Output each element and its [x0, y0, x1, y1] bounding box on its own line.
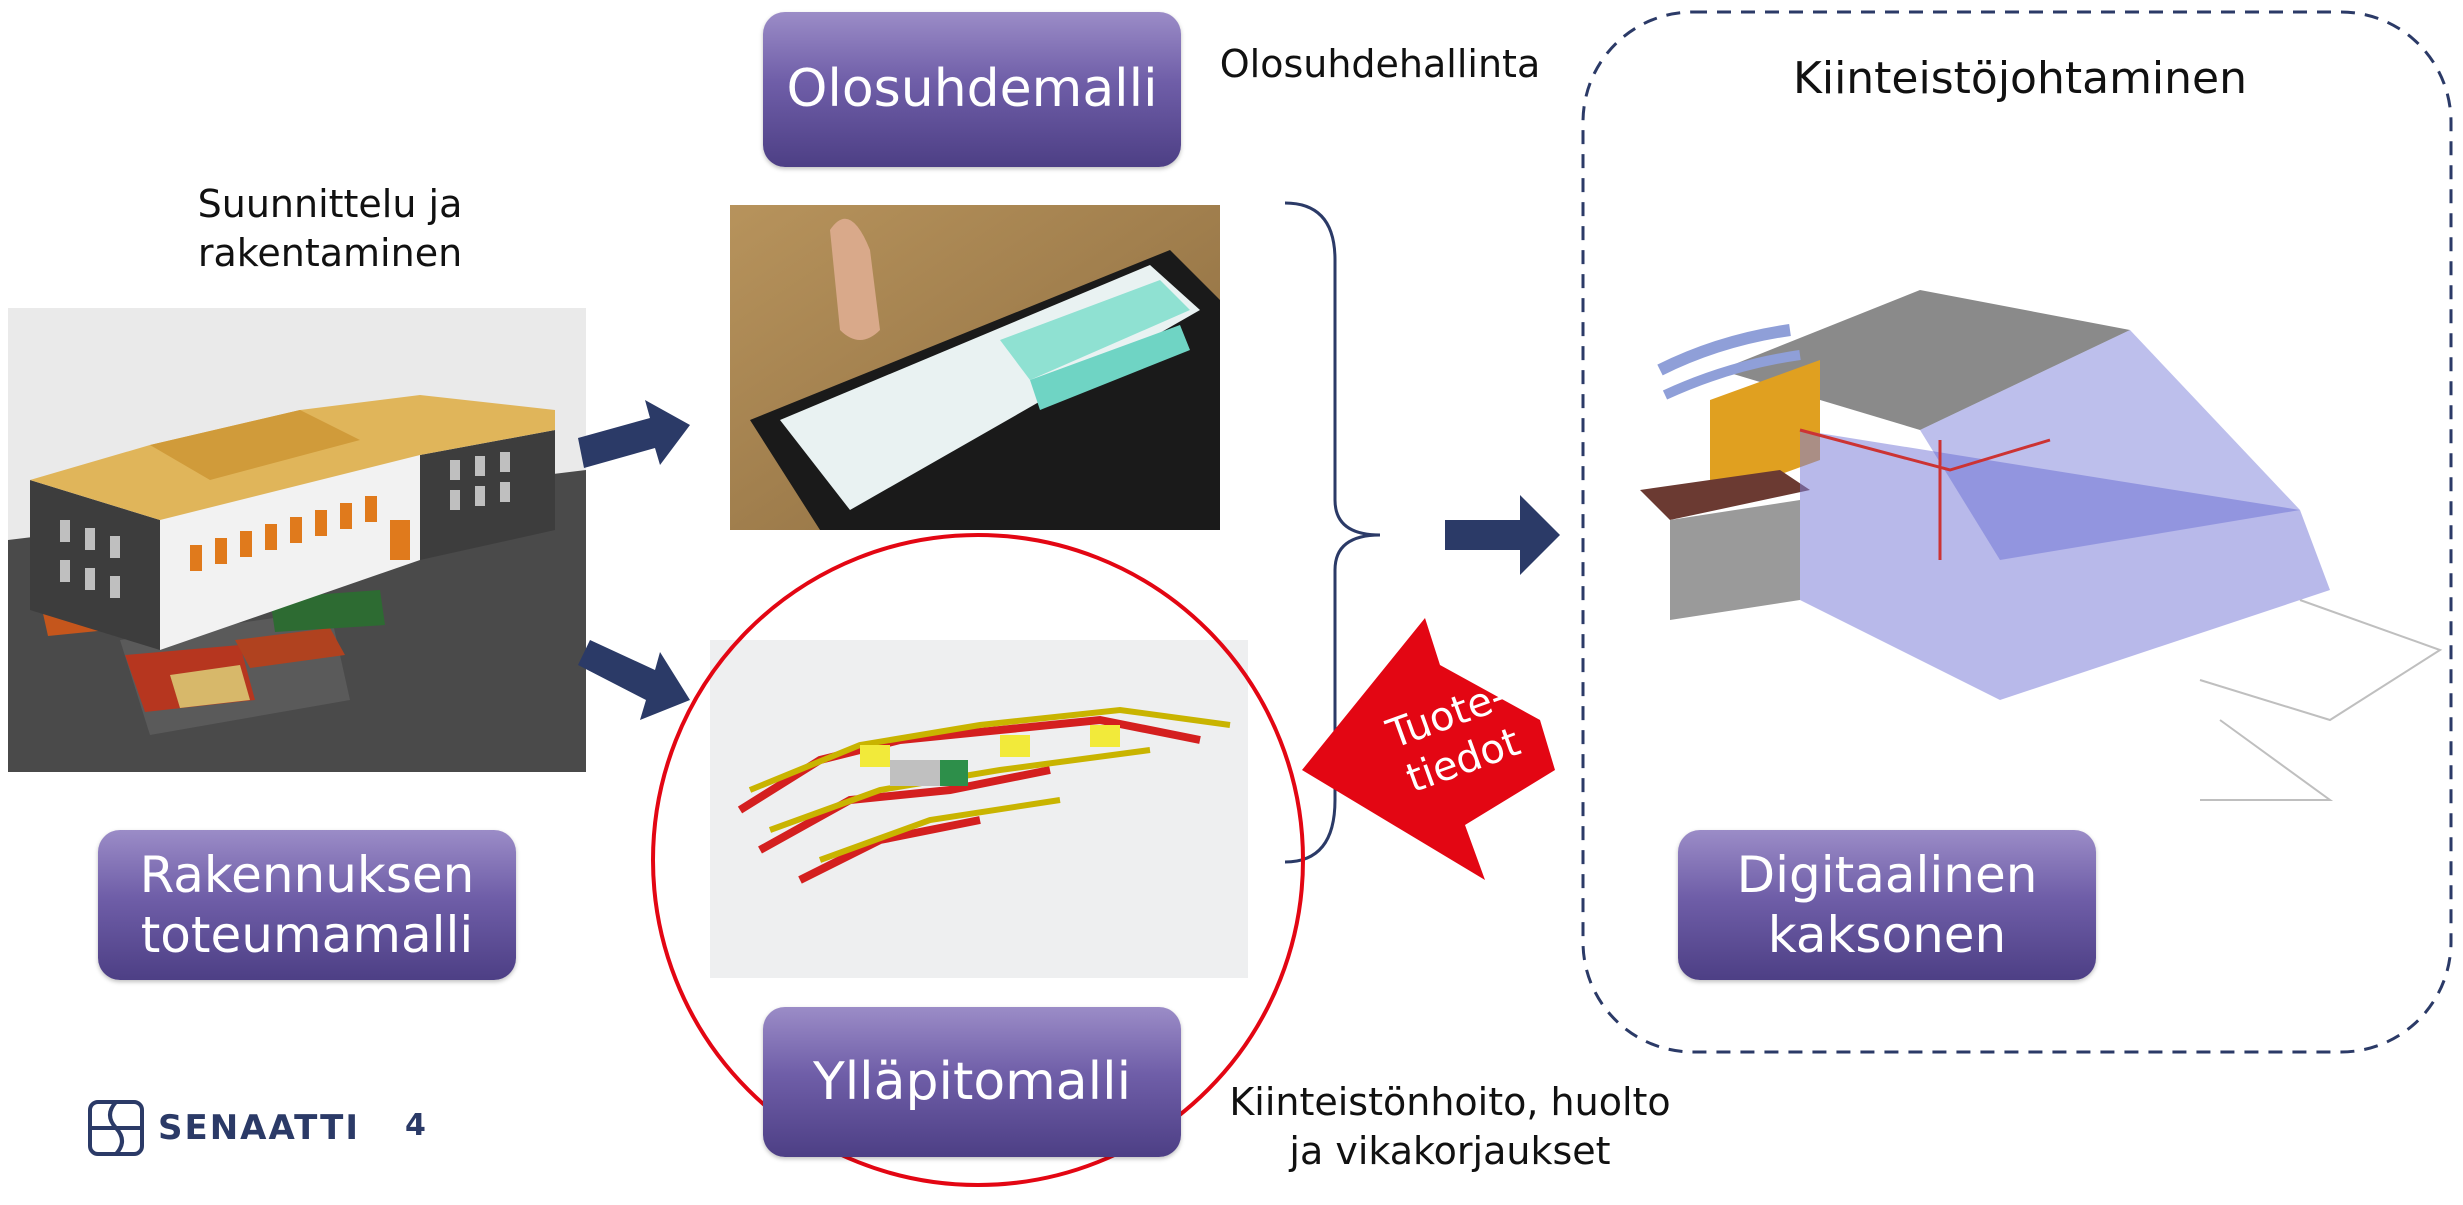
conditions-model-box: Olosuhdemalli: [763, 12, 1181, 167]
piping-model-image: [710, 640, 1248, 978]
page-number: 4: [405, 1108, 426, 1143]
brand-name: SENAATTI: [158, 1108, 360, 1148]
arrow-to-conditions-model: [578, 400, 690, 468]
design-build-label: Suunnittelu ja rakentaminen: [197, 182, 463, 276]
arrow-to-maintenance-model: [578, 640, 690, 720]
real-estate-panel: [1581, 10, 2453, 1054]
real-estate-mgmt-label: Kiinteistöjohtaminen: [1792, 53, 2247, 104]
as-built-model-box: Rakennuksen toteumamalli: [98, 830, 516, 980]
conditions-mgmt-label: Olosuhdehallinta: [1219, 42, 1541, 86]
product-data-arrow: [1302, 618, 1555, 880]
maintenance-label: Kiinteistönhoito, huolto ja vikakorjauks…: [1229, 1080, 1671, 1174]
senaatti-logo-icon: [88, 1100, 144, 1156]
curly-brace: [1284, 201, 1381, 864]
tablet-photo: [730, 205, 1220, 530]
maintenance-model-box: Ylläpitomalli: [763, 1007, 1181, 1157]
highlight-circle: [651, 533, 1305, 1187]
arrow-to-digital-twin: [1445, 495, 1560, 575]
digital-twin-image: [1640, 290, 2443, 801]
digital-twin-box: Digitaalinen kaksonen: [1678, 830, 2096, 980]
building-model-image: [8, 308, 586, 772]
